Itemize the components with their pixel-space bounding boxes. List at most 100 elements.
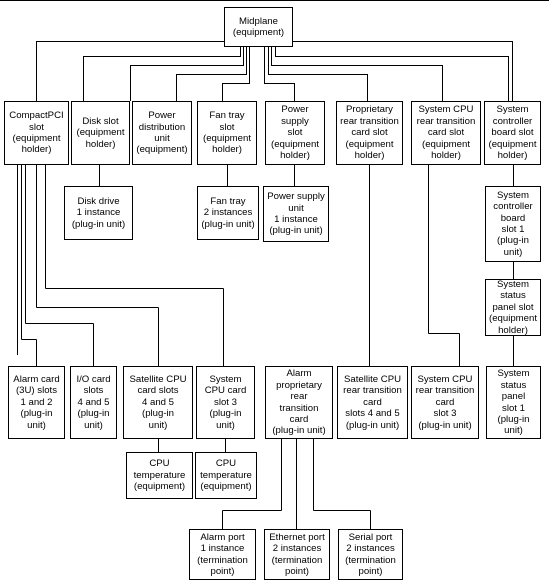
- node-system-cpu-rtc-line-4: slot 3: [433, 408, 457, 420]
- node-ethernet-port: Ethernet port 2 instances (termination p…: [264, 529, 330, 580]
- node-system-status-panel-slot-1-line-5: (plug-in: [497, 413, 530, 425]
- node-system-status-panel-slot-1-line-1: System: [497, 368, 530, 380]
- node-system-controller-board-slot-1-line-5: (plug-in: [497, 235, 529, 247]
- node-system-status-panel-slot-1-line-3: panel: [501, 391, 526, 403]
- node-system-controller-board-slot-1-line-4: slot 1: [501, 224, 525, 235]
- node-disk-drive-line-3: (plug-in unit): [71, 218, 126, 230]
- node-system-controller-board-slot-line-3: board slot: [491, 127, 534, 139]
- node-system-cpu-rtc-slot: System CPU rear transition card slot (eq…: [411, 101, 481, 165]
- node-power-distribution-unit-line-2: distribution: [138, 121, 186, 133]
- node-power-supply-slot-line-1: Power: [281, 104, 309, 116]
- node-system-status-panel-slot-line-4: (equipment: [489, 313, 537, 325]
- node-proprietary-rtc-slot-line-1: Proprietary: [346, 104, 393, 116]
- node-power-distribution-unit-line-4: (equipment): [136, 144, 188, 156]
- node-system-cpu-card-slot-3: System CPU card slot 3 (plug-in unit): [196, 366, 255, 439]
- node-alarm-port-line-2: 1 instance: [200, 543, 245, 555]
- node-system-controller-board-slot-line-2: controller: [492, 115, 533, 127]
- node-alarm-port-line-3: (termination: [197, 554, 248, 566]
- node-system-cpu-card-slot-3-line-2: CPU card: [204, 385, 247, 397]
- node-system-cpu-rtc-slot-line-4: (equipment: [422, 138, 470, 150]
- node-disk-drive: Disk drive 1 instance (plug-in unit): [64, 186, 133, 240]
- node-cpu-temperature-2-line-1: CPU: [215, 458, 237, 470]
- node-cpu-temperature-1-line-2: temperature: [133, 469, 186, 481]
- node-power-supply-unit-line-3: 1 instance: [274, 214, 318, 225]
- node-system-status-panel-slot-1: System status panel slot 1 (plug-in unit…: [486, 366, 541, 439]
- node-satellite-cpu-card-slots-line-3: 4 and 5: [141, 396, 174, 408]
- node-fan-tray-slot-line-3: (equipment: [203, 133, 251, 144]
- node-serial-port-line-1: Serial port: [348, 531, 393, 543]
- node-cpu-temperature-2: CPU temperature (equipment): [195, 452, 257, 499]
- node-alarm-proprietary-rtc-line-2: proprietary: [276, 379, 322, 391]
- node-system-controller-board-slot-1-line-6: unit): [503, 246, 523, 258]
- node-compactpci-slot-line-4: holder): [21, 144, 52, 156]
- node-midplane: Midplane (equipment): [224, 7, 293, 47]
- node-disk-slot-line-2: (equipment: [76, 127, 125, 139]
- node-system-cpu-rtc-line-3: card: [435, 396, 455, 408]
- node-power-supply-unit-line-2: unit: [288, 202, 304, 214]
- node-fan-tray: Fan tray 2 instances (plug-in unit): [197, 186, 259, 240]
- node-io-card-slots-line-2: slots: [83, 385, 104, 397]
- node-alarm-card: Alarm card (3U) slots 1 and 2 (plug-in u…: [8, 366, 65, 439]
- node-alarm-proprietary-rtc-line-3: rear: [290, 391, 308, 403]
- node-alarm-port: Alarm port 1 instance (termination point…: [189, 529, 256, 580]
- node-system-status-panel-slot-line-2: status: [500, 290, 526, 302]
- node-disk-drive-line-2: 1 instance: [76, 207, 121, 219]
- node-disk-slot-line-3: holder): [85, 138, 116, 150]
- node-disk-drive-line-1: Disk drive: [77, 195, 120, 207]
- node-system-controller-board-slot-1-line-2: controller: [493, 201, 533, 213]
- node-io-card-slots-line-1: I/O card: [76, 373, 111, 385]
- node-ethernet-port-line-4: point): [285, 565, 309, 577]
- node-system-controller-board-slot-line-1: System: [496, 104, 529, 116]
- node-serial-port-line-4: point): [358, 565, 383, 577]
- node-serial-port-line-2: 2 instances: [346, 543, 395, 555]
- node-system-status-panel-slot-1-line-6: unit): [504, 425, 523, 437]
- node-io-card-slots: I/O card slots 4 and 5 (plug-in unit): [70, 366, 117, 439]
- node-alarm-card-line-4: (plug-in: [20, 408, 53, 420]
- node-system-cpu-rtc-slot-line-3: card slot: [427, 127, 465, 139]
- node-satellite-cpu-card-slots-line-5: unit): [148, 419, 168, 431]
- node-satellite-cpu-rtc: Satellite CPU rear transition card slots…: [337, 366, 408, 439]
- node-fan-tray-line-2: 2 instances: [203, 207, 253, 219]
- node-power-distribution-unit-line-1: Power: [148, 110, 176, 122]
- node-compactpci-slot: CompactPCI slot (equipment holder): [4, 101, 69, 165]
- node-satellite-cpu-card-slots-line-2: card slots: [137, 385, 179, 397]
- node-alarm-proprietary-rtc-line-6: (plug-in unit): [272, 425, 326, 437]
- node-alarm-card-line-2: (3U) slots: [15, 385, 58, 397]
- node-power-supply-slot-line-5: holder): [280, 150, 310, 162]
- node-system-cpu-card-slot-3-line-1: System: [209, 373, 242, 385]
- node-fan-tray-slot-line-4: holder): [212, 144, 242, 156]
- node-system-status-panel-slot-1-line-4: slot 1: [502, 402, 525, 414]
- node-power-supply-unit: Power supply unit 1 instance (plug-in un…: [263, 186, 329, 242]
- node-system-status-panel-slot-1-line-2: status: [500, 379, 527, 391]
- node-power-supply-unit-line-1: Power supply: [267, 191, 325, 203]
- node-ethernet-port-line-1: Ethernet port: [269, 531, 325, 543]
- node-system-controller-board-slot-line-4: (equipment: [488, 138, 537, 150]
- node-ethernet-port-line-3: (termination: [271, 554, 323, 566]
- node-system-status-panel-slot-line-5: holder): [498, 324, 528, 336]
- node-fan-tray-slot-line-1: Fan tray: [209, 110, 245, 122]
- node-satellite-cpu-rtc-line-2: rear transition: [343, 385, 402, 397]
- node-system-cpu-rtc-line-2: rear transition: [415, 385, 475, 397]
- node-proprietary-rtc-slot-line-2: rear transition: [340, 115, 399, 127]
- node-midplane-line-1: Midplane: [239, 15, 278, 27]
- node-system-controller-board-slot-1-line-1: System: [497, 189, 529, 201]
- node-midplane-line-2: (equipment): [232, 27, 285, 38]
- node-satellite-cpu-rtc-line-1: Satellite CPU: [343, 373, 402, 385]
- node-system-cpu-card-slot-3-line-5: unit): [216, 419, 235, 431]
- node-serial-port-line-3: (termination: [345, 554, 396, 566]
- node-compactpci-slot-line-2: slot: [29, 121, 44, 133]
- node-alarm-proprietary-rtc: Alarm proprietary rear transition card (…: [265, 366, 333, 439]
- node-system-cpu-rtc-slot-line-1: System CPU: [418, 104, 474, 116]
- node-power-supply-slot-line-4: (equipment: [271, 138, 319, 150]
- node-power-distribution-unit-line-3: unit: [154, 133, 170, 144]
- node-alarm-card-line-3: 1 and 2: [20, 396, 53, 408]
- node-alarm-port-line-1: Alarm port: [200, 531, 245, 543]
- node-system-cpu-card-slot-3-line-3: slot 3: [214, 396, 237, 408]
- node-satellite-cpu-card-slots: Satellite CPU card slots 4 and 5 (plug-i…: [123, 366, 193, 439]
- node-io-card-slots-line-3: 4 and 5: [77, 396, 110, 408]
- node-system-controller-board-slot-1: System controller board slot 1 (plug-in …: [485, 186, 541, 262]
- node-serial-port: Serial port 2 instances (termination poi…: [338, 529, 403, 580]
- node-fan-tray-line-1: Fan tray: [210, 195, 246, 207]
- node-system-controller-board-slot-line-5: holder): [497, 150, 528, 162]
